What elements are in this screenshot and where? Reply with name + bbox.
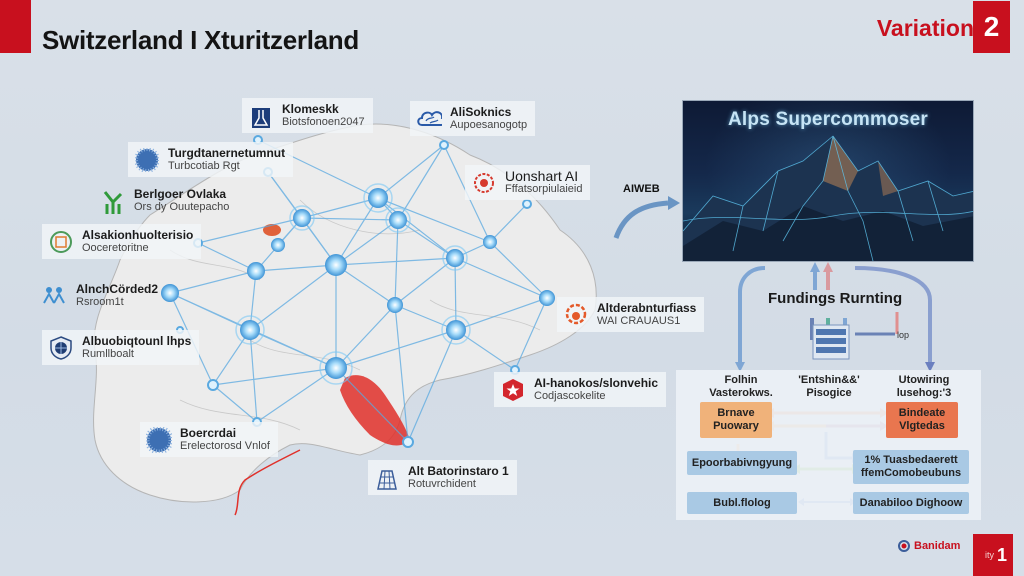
highlight-region	[340, 375, 410, 446]
logo-ring-icon	[898, 540, 910, 552]
org-card-turgdi[interactable]: Turgdtanernetumnut Turbcotiab Rgt	[128, 142, 294, 177]
box-left-middle[interactable]: Epoorbabivngyung	[687, 451, 797, 475]
footer-logo: Banidam	[898, 540, 960, 552]
org-card-boercrdi[interactable]: Boercrdai Erelectorosd Vnlof	[140, 422, 278, 457]
org-card-klomeskk[interactable]: Klomeskk Biotsfonoen2047	[242, 98, 373, 133]
page-title: Switzerland I Xturitzerland	[42, 25, 359, 55]
org-card-uonshart[interactable]: Uonshart AI Fffatsorpiulaieid	[465, 165, 591, 200]
variation-badge: 2	[973, 1, 1010, 53]
circuit-globe-icon	[48, 229, 74, 255]
org-card-berlgoer[interactable]: Berlgoer Ovlaka Ors dy Ouutepacho	[94, 183, 237, 218]
alps-supercomputer-panel: Alps Supercommoser	[682, 100, 974, 262]
funding-title: Fundings Rurnting	[768, 290, 903, 307]
column-label-middle: 'Entshin&&' Pisogice	[798, 374, 860, 399]
mountain-illustration	[683, 135, 973, 261]
brain-cloud-icon	[416, 106, 442, 132]
neural-emblem-icon	[471, 170, 497, 196]
globe-icon	[134, 147, 160, 173]
org-card-alnch[interactable]: AlnchCörded2 Rsroom1t	[36, 278, 166, 313]
org-card-altdera[interactable]: Altderabnturfiass WAI CRAUAUS1	[557, 297, 705, 332]
org-card-aibator[interactable]: Alt Batorinstaro 1 Rotuvrchident	[368, 460, 517, 495]
footer-badge: ity 1	[973, 534, 1013, 576]
network-nodes	[161, 183, 555, 385]
building-grid-icon	[374, 465, 400, 491]
server-stack-icon	[812, 324, 850, 360]
flask-icon	[248, 103, 274, 129]
box-right-middle[interactable]: 1% Tuasbedaerett ffemComobeubuns	[853, 450, 969, 484]
box-right-bottom[interactable]: Danabiloo Dighoow	[853, 492, 969, 514]
shield-globe-icon	[48, 335, 74, 361]
supercomputer-arrow-label: AIWEB	[623, 183, 660, 195]
wind-turbine-icon	[100, 188, 126, 214]
org-card-alsakion[interactable]: Alsakionhuolterisio Ooceretoritne	[42, 224, 202, 259]
supercomputer-title: Alps Supercommoser	[728, 109, 928, 130]
org-card-aihano[interactable]: AI-hanokos/slonvehic Codjascokelite	[494, 372, 667, 407]
box-private-pathway[interactable]: Brnave Puowary	[700, 402, 772, 438]
red-corner-accent	[0, 0, 31, 53]
box-left-bottom[interactable]: Bubl.flolog	[687, 492, 797, 514]
people-icon	[42, 283, 68, 309]
swiss-cross-icon	[500, 377, 526, 403]
globe-icon	[146, 426, 172, 453]
column-label-left: Folhin Vasterokws.	[709, 374, 773, 399]
arrow-to-supercomputer	[613, 200, 669, 239]
variation-label: Variation	[876, 15, 974, 41]
box-syndicate[interactable]: Bindeate Vlgtedas	[886, 402, 958, 438]
lotus-icon	[563, 302, 589, 328]
org-card-albuobig[interactable]: Albuobiqtounl lhps Rumllboalt	[42, 330, 200, 365]
org-card-alisoknics[interactable]: AliSoknics Aupoesanogotp	[410, 101, 536, 136]
column-label-right: Utowiring lusehog:'3	[896, 374, 952, 399]
funding-side-label: lop	[897, 330, 910, 340]
